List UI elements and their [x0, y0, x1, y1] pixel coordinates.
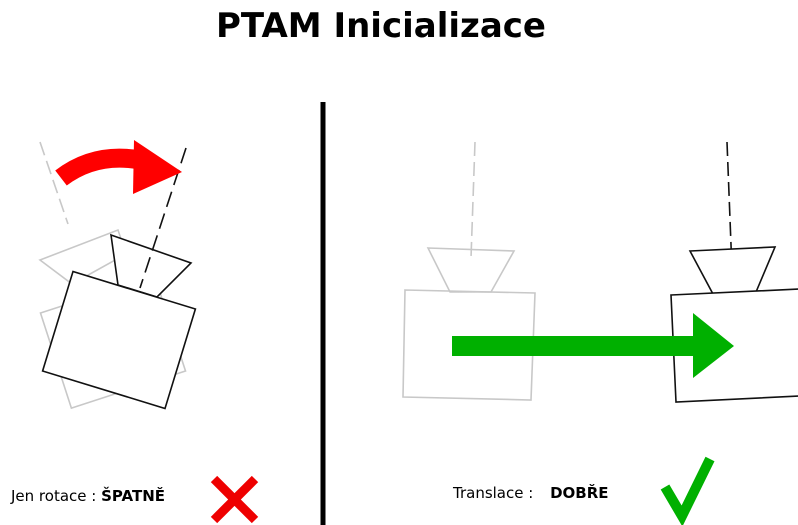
camera-ghost-original	[402, 141, 536, 401]
rotation-caption-label: Jen rotace :	[11, 487, 97, 505]
curved-arrow-icon	[55, 140, 182, 194]
camera-rotated	[41, 147, 197, 410]
checkmark-icon	[660, 456, 715, 525]
left-panel	[38, 140, 197, 410]
rotation-verdict: ŠPATNĚ	[101, 487, 165, 505]
rotation-caption: Jen rotace : ŠPATNĚ	[11, 487, 165, 505]
cross-icon	[210, 475, 259, 524]
figure-title: PTAM Inicializace	[216, 6, 546, 46]
translation-caption-label: Translace :	[453, 484, 534, 502]
camera-translated	[670, 141, 798, 403]
translation-verdict: DOBŘE	[550, 484, 609, 502]
straight-arrow-icon	[452, 313, 734, 378]
translation-caption: Translace : DOBŘE	[453, 484, 609, 502]
right-panel	[402, 141, 798, 403]
